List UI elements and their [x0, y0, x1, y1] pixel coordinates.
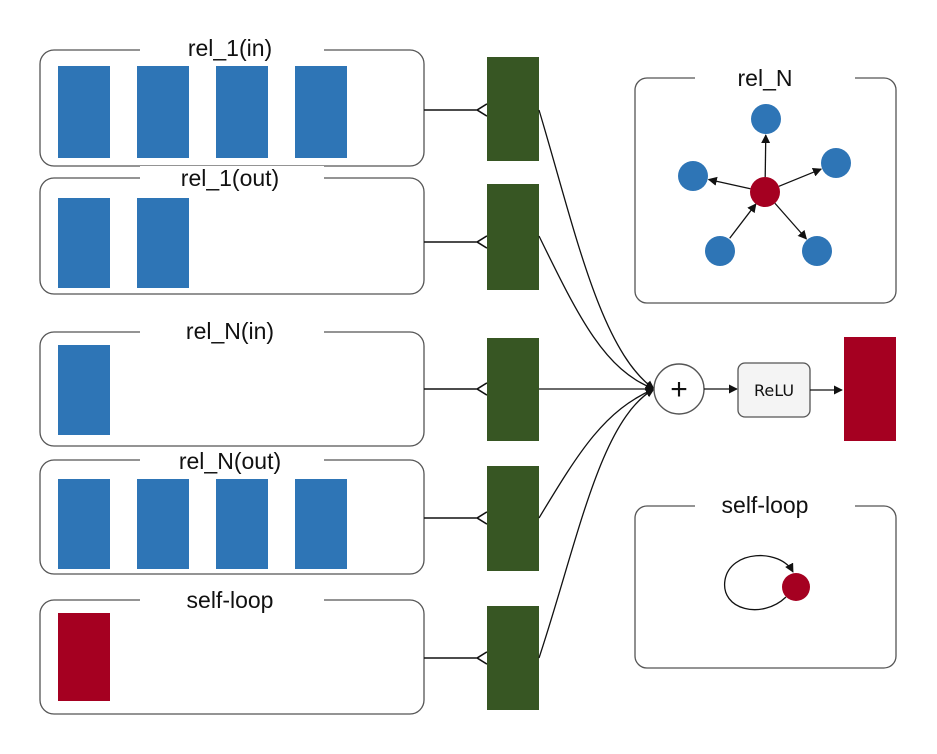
- legend-title: self-loop: [722, 492, 809, 518]
- legend-self: self-loop: [634, 492, 897, 669]
- neighbor-node: [802, 236, 832, 266]
- self-node: [782, 573, 810, 601]
- neighbor-feature-cell: [58, 66, 110, 158]
- group-label: rel_N(in): [186, 318, 274, 344]
- group-label: rel_1(in): [188, 35, 272, 61]
- relation-star: [678, 104, 851, 266]
- connectors: [424, 110, 487, 658]
- center-node: [750, 177, 780, 207]
- neighbor-row: [58, 613, 110, 701]
- neighbor-feature-cell: [216, 479, 268, 569]
- neighbor-feature-cell: [295, 66, 347, 158]
- transform-blocks: [487, 57, 539, 710]
- relation-edge: [729, 203, 757, 239]
- transform-block: [487, 466, 539, 571]
- relation-edge: [778, 167, 823, 187]
- group-rel1-in: rel_1(in): [39, 35, 425, 167]
- neighbor-feature-cell: [137, 198, 189, 288]
- neighbor-node: [821, 148, 851, 178]
- neighbor-feature-cell: [295, 479, 347, 569]
- neighbor-row: [58, 479, 347, 569]
- legend-rel: rel_N: [634, 65, 897, 304]
- group-relN-out: rel_N(out): [39, 448, 425, 575]
- relation-edge: [707, 176, 751, 190]
- neighbor-feature-cell: [216, 66, 268, 158]
- aggregation-arrow: [538, 235, 655, 391]
- group-label: self-loop: [187, 587, 274, 613]
- sum-node: +: [653, 363, 705, 415]
- legend-box: [634, 505, 897, 669]
- neighbor-row: [58, 345, 110, 435]
- relu-label: ReLU: [754, 381, 794, 400]
- transform-block: [487, 606, 539, 710]
- group-relN-in: rel_N(in): [39, 318, 425, 447]
- relation-edge: [774, 202, 808, 240]
- relu-box: ReLU: [737, 362, 811, 418]
- self-loop-arrow: [724, 554, 794, 611]
- group-label: rel_N(out): [179, 448, 281, 474]
- output-node-block: [844, 337, 896, 441]
- neighbor-feature-cell: [137, 479, 189, 569]
- transform-block: [487, 338, 539, 441]
- aggregation-arrow: [538, 388, 655, 519]
- group-rel1-out: rel_1(out): [39, 165, 425, 295]
- legend-title: rel_N: [738, 65, 793, 91]
- neighbor-node: [678, 161, 708, 191]
- neighbor-row: [58, 66, 347, 158]
- aggregation-arrow: [538, 388, 655, 659]
- sum-symbol: +: [670, 373, 688, 406]
- neighbor-feature-cell: [137, 66, 189, 158]
- neighbor-row: [58, 198, 189, 288]
- neighbor-node: [705, 236, 735, 266]
- relation-edge: [761, 134, 771, 178]
- transform-block: [487, 57, 539, 161]
- group-self-loop: self-loop: [39, 587, 425, 715]
- neighbor-feature-cell: [58, 198, 110, 288]
- neighbor-feature-cell: [58, 479, 110, 569]
- transform-block: [487, 184, 539, 290]
- group-label: rel_1(out): [181, 165, 279, 191]
- self-feature-cell: [58, 613, 110, 701]
- neighbor-feature-cell: [58, 345, 110, 435]
- aggregation-arrow: [538, 109, 655, 390]
- aggregation-arrows: [538, 109, 655, 659]
- neighbor-node: [751, 104, 781, 134]
